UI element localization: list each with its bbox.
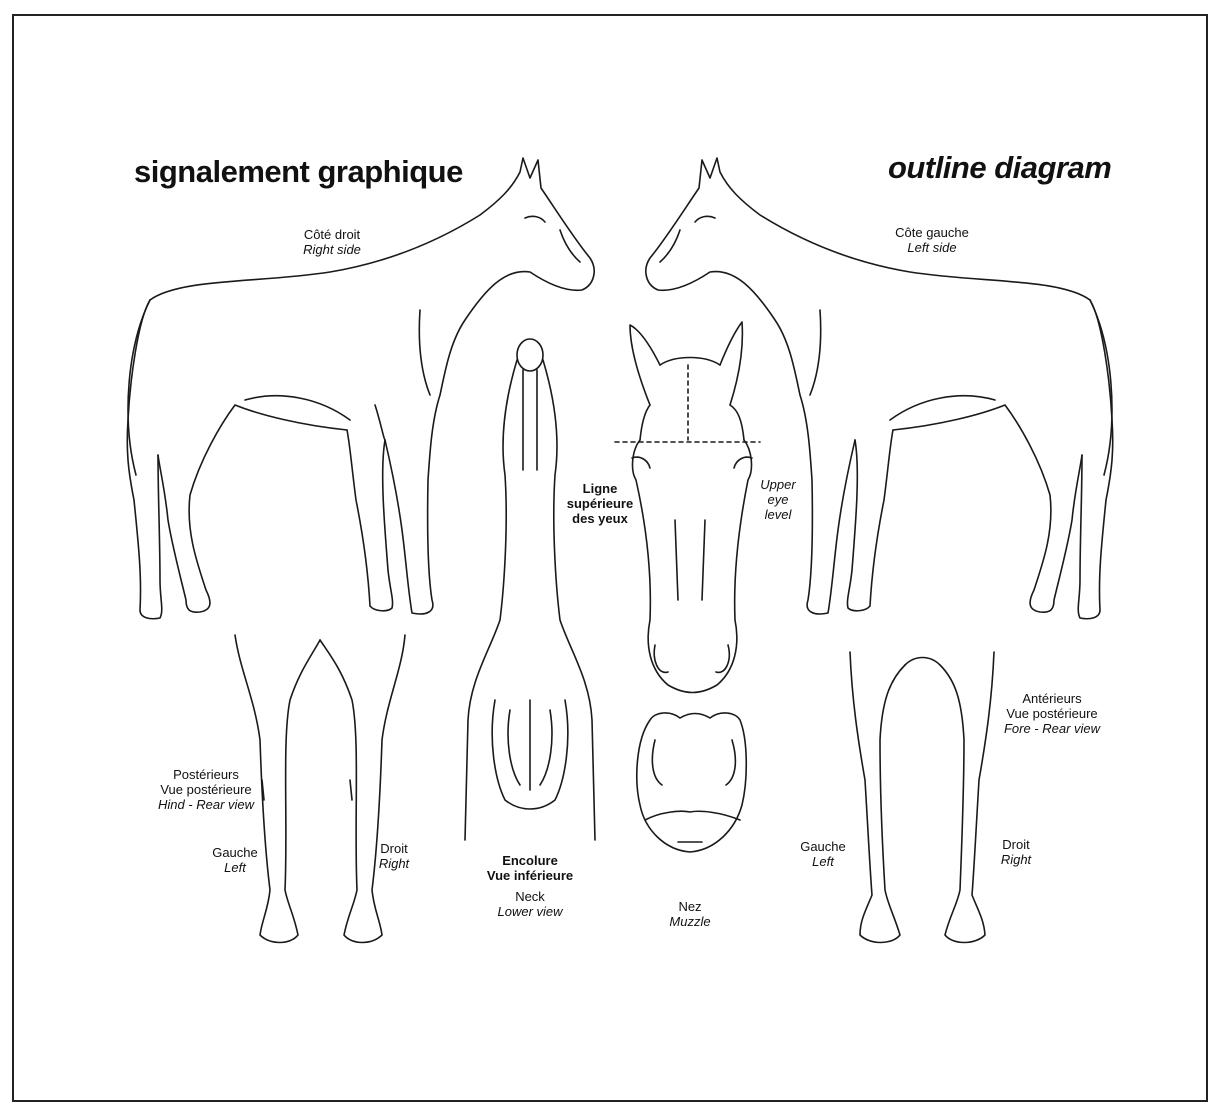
label-muzzle-en: Muzzle [650, 915, 730, 930]
label-fore-droit: Droit [986, 838, 1046, 853]
label-des-yeux: des yeux [560, 512, 640, 527]
title-english: outline diagram [888, 150, 1111, 186]
title-french: signalement graphique [134, 154, 463, 190]
label-hind-right-en: Right [364, 857, 424, 872]
label-left-side-en: Left side [872, 241, 992, 256]
label-muzzle: Nez Muzzle [650, 900, 730, 930]
label-vue-posterieure-hind: Vue postérieure [126, 783, 286, 798]
neck-lower-view [465, 339, 595, 840]
label-nez: Nez [650, 900, 730, 915]
label-level: level [748, 508, 808, 523]
fore-legs-rear-view [850, 652, 994, 943]
label-vue-inferieure: Vue inférieure [460, 869, 600, 884]
label-upper-eye-fr: Ligne supérieure des yeux [560, 482, 640, 527]
label-upper: Upper [748, 478, 808, 493]
label-fore-rear-view: Antérieurs Vue postérieure Fore - Rear v… [982, 692, 1122, 737]
label-fore-rear-view-en: Fore - Rear view [982, 722, 1122, 737]
label-posterieurs: Postérieurs [126, 768, 286, 783]
label-superieure: supérieure [560, 497, 640, 512]
label-neck: Neck [460, 890, 600, 905]
label-left-side-fr: Côte gauche [872, 226, 992, 241]
label-anterieurs: Antérieurs [982, 692, 1122, 707]
label-hind-right: Droit Right [364, 842, 424, 872]
label-hind-gauche: Gauche [200, 846, 270, 861]
label-hind-droit: Droit [364, 842, 424, 857]
label-fore-left: Gauche Left [788, 840, 858, 870]
label-hind-rear-view-en: Hind - Rear view [126, 798, 286, 813]
label-right-side: Côté droit Right side [272, 228, 392, 258]
label-ligne: Ligne [560, 482, 640, 497]
label-hind-left: Gauche Left [200, 846, 270, 876]
label-fore-right: Droit Right [986, 838, 1046, 868]
label-neck-lower-view: Encolure Vue inférieure Neck Lower view [460, 854, 600, 920]
label-right-side-fr: Côté droit [272, 228, 392, 243]
label-hind-rear-view: Postérieurs Vue postérieure Hind - Rear … [126, 768, 286, 813]
label-lower-view: Lower view [460, 905, 600, 920]
label-fore-gauche: Gauche [788, 840, 858, 855]
label-vue-posterieure-fore: Vue postérieure [982, 707, 1122, 722]
label-hind-left-en: Left [200, 861, 270, 876]
label-right-side-en: Right side [272, 243, 392, 258]
muzzle-view [637, 713, 746, 852]
label-encolure: Encolure [460, 854, 600, 869]
label-upper-eye-en: Upper eye level [748, 478, 808, 523]
label-fore-right-en: Right [986, 853, 1046, 868]
label-fore-left-en: Left [788, 855, 858, 870]
label-left-side: Côte gauche Left side [872, 226, 992, 256]
label-eye: eye [748, 493, 808, 508]
